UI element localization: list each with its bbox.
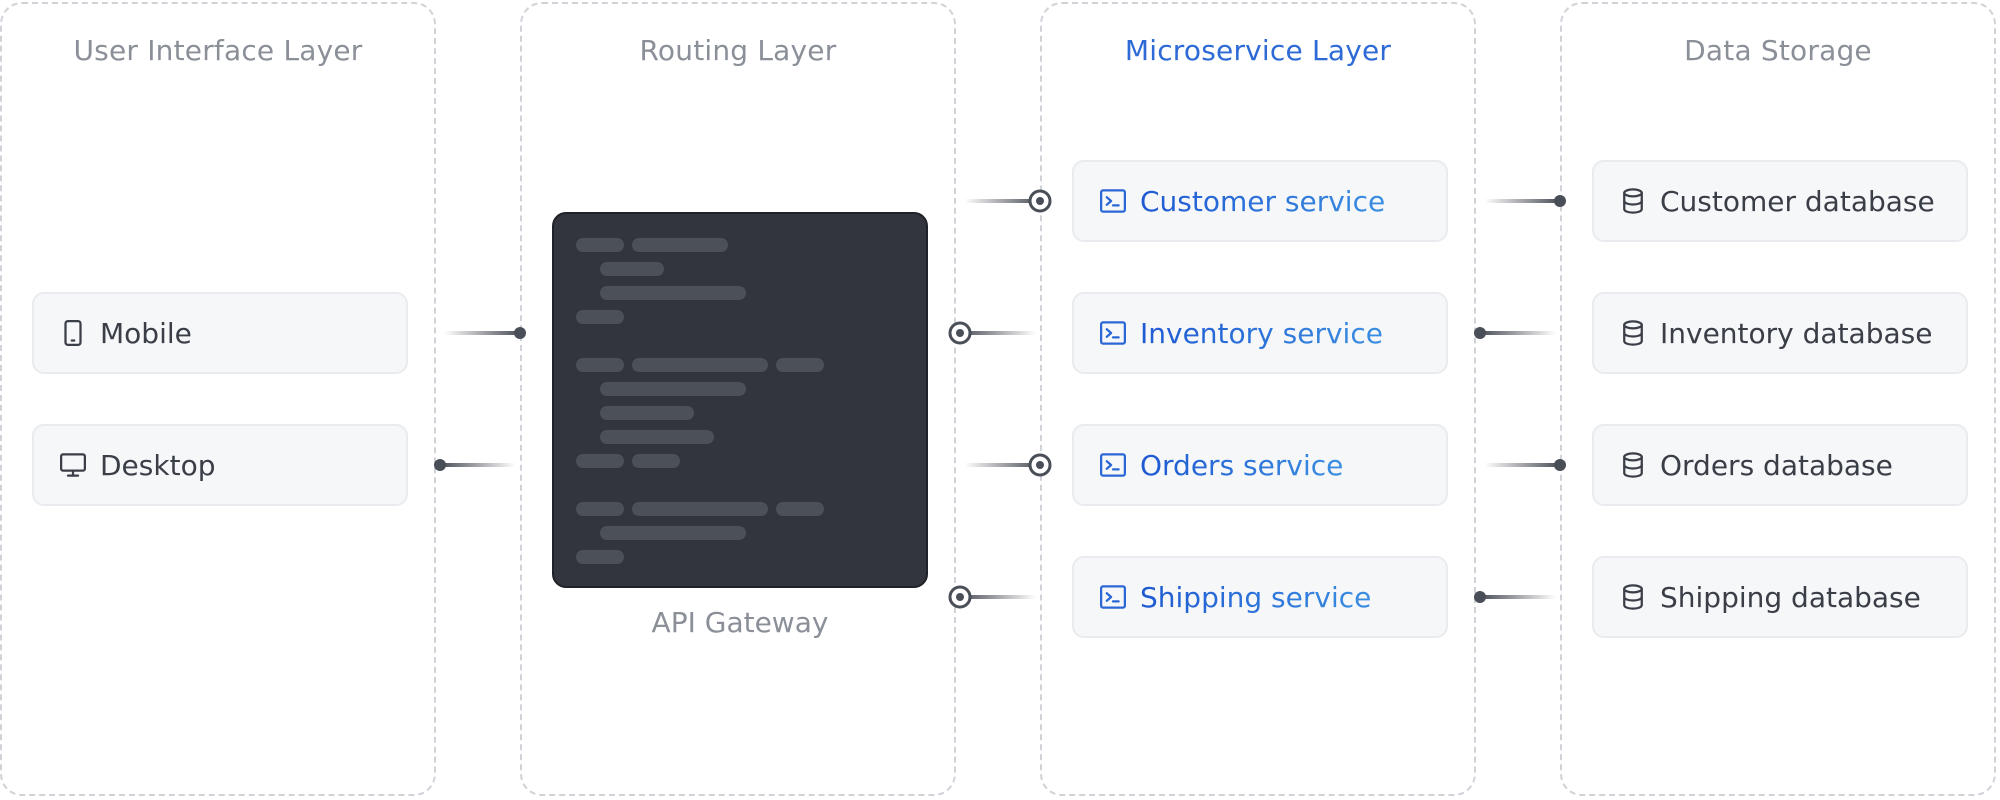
code-line	[600, 286, 746, 300]
code-line	[632, 502, 768, 516]
service-label: Orders service	[1140, 448, 1344, 482]
database-card-orders[interactable]: Orders database	[1592, 424, 1968, 506]
code-line	[776, 358, 824, 372]
terminal-icon	[1098, 318, 1128, 348]
code-line	[576, 310, 624, 324]
device-label: Desktop	[100, 448, 216, 482]
api-gateway-code-block[interactable]	[552, 212, 928, 588]
code-line	[776, 502, 824, 516]
code-line	[632, 238, 728, 252]
service-label: Customer service	[1140, 184, 1386, 218]
code-line	[600, 430, 714, 444]
service-card-orders[interactable]: Orders service	[1072, 424, 1448, 506]
api-gateway-label: API Gateway	[651, 606, 829, 639]
connector-inventory-database	[1474, 327, 1556, 339]
terminal-icon	[1098, 450, 1128, 480]
database-label: Inventory database	[1660, 316, 1933, 350]
database-icon	[1618, 582, 1648, 612]
desktop-icon	[58, 450, 88, 480]
service-card-inventory[interactable]: Inventory service	[1072, 292, 1448, 374]
connector-shipping-database	[1474, 591, 1556, 603]
layer-title: User Interface Layer	[73, 34, 363, 67]
code-line	[632, 454, 680, 468]
code-line	[576, 550, 624, 564]
database-card-shipping[interactable]: Shipping database	[1592, 556, 1968, 638]
routing-layer: Routing Layer	[520, 2, 956, 796]
service-card-customer[interactable]: Customer service	[1072, 160, 1448, 242]
connector-gateway-inventory	[948, 321, 1036, 345]
layer-title: Routing Layer	[639, 34, 837, 67]
database-label: Customer database	[1660, 184, 1935, 218]
connector-gateway-shipping	[948, 585, 1036, 609]
connector-customer-database	[1484, 195, 1566, 207]
code-line	[576, 454, 624, 468]
microservice-layer: Microservice Layer	[1040, 2, 1476, 796]
connector-desktop-gateway	[434, 459, 516, 471]
database-card-inventory[interactable]: Inventory database	[1592, 292, 1968, 374]
database-card-customer[interactable]: Customer database	[1592, 160, 1968, 242]
connector-orders-database	[1484, 459, 1566, 471]
user-interface-layer: User Interface Layer	[0, 2, 436, 796]
connector-gateway-customer	[964, 189, 1052, 213]
code-line	[576, 358, 624, 372]
device-label: Mobile	[100, 316, 192, 350]
code-line	[576, 238, 624, 252]
code-line	[600, 526, 746, 540]
mobile-icon	[58, 318, 88, 348]
code-line	[600, 382, 746, 396]
code-line	[600, 406, 694, 420]
service-label: Shipping service	[1140, 580, 1372, 614]
database-label: Shipping database	[1660, 580, 1921, 614]
layer-title: Microservice Layer	[1124, 34, 1392, 67]
terminal-icon	[1098, 186, 1128, 216]
terminal-icon	[1098, 582, 1128, 612]
connector-gateway-orders	[964, 453, 1052, 477]
database-icon	[1618, 318, 1648, 348]
database-label: Orders database	[1660, 448, 1893, 482]
connector-mobile-gateway	[444, 327, 526, 339]
service-label: Inventory service	[1140, 316, 1383, 350]
device-card-desktop[interactable]: Desktop	[32, 424, 408, 506]
code-line	[632, 358, 768, 372]
layer-title: Data Storage	[1684, 34, 1872, 67]
database-icon	[1618, 186, 1648, 216]
device-card-mobile[interactable]: Mobile	[32, 292, 408, 374]
database-icon	[1618, 450, 1648, 480]
service-card-shipping[interactable]: Shipping service	[1072, 556, 1448, 638]
code-line	[600, 262, 664, 276]
data-storage-layer: Data Storage	[1560, 2, 1996, 796]
code-line	[576, 502, 624, 516]
